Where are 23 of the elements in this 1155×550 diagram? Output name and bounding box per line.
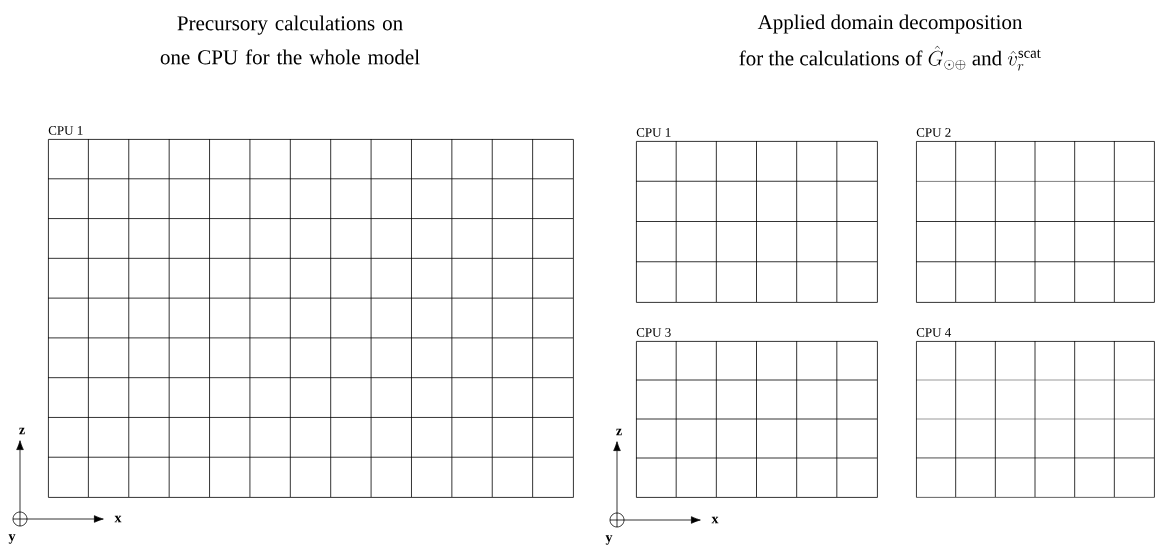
grid-box: CPU 2 — [915, 128, 1155, 303]
grid-box: CPU 1 — [47, 126, 574, 498]
axis-label: x — [114, 515, 122, 523]
axis-label: z — [19, 427, 25, 435]
node-label: CPU 1 — [48, 126, 83, 135]
node-label: CPU 3 — [636, 328, 671, 337]
label: and — [972, 50, 1002, 66]
panel-heading: Applied domain decomposition — [757, 14, 1023, 34]
label: for the calculations of — [739, 50, 923, 66]
node-label: CPU 4 — [916, 328, 952, 337]
grid-box: CPU 4 — [915, 328, 1155, 498]
grid-box: CPU 1 — [635, 128, 878, 303]
node-label: CPU 1 — [636, 128, 671, 137]
axis-label: y — [8, 534, 16, 544]
node-label: CPU 2 — [916, 128, 951, 137]
panel-heading: for the calculations of $\hat{G}_{\odot\oplus}$ and $\hat{v}_r^{\mathrm{scat}}$ — [739, 45, 1041, 71]
axis-label: y — [605, 535, 613, 545]
panel-heading: Precursory calculations on one CPU for the whole model — [160, 15, 420, 65]
label: $\hat{G}_{\odot\oplus}$ — [928, 45, 966, 70]
axis-label: x — [711, 516, 719, 524]
axis-label: z — [616, 428, 622, 436]
grid-box: CPU 3 — [635, 328, 878, 498]
label: $\hat{v}_r^{\mathrm{scat}}$ — [1007, 49, 1041, 71]
